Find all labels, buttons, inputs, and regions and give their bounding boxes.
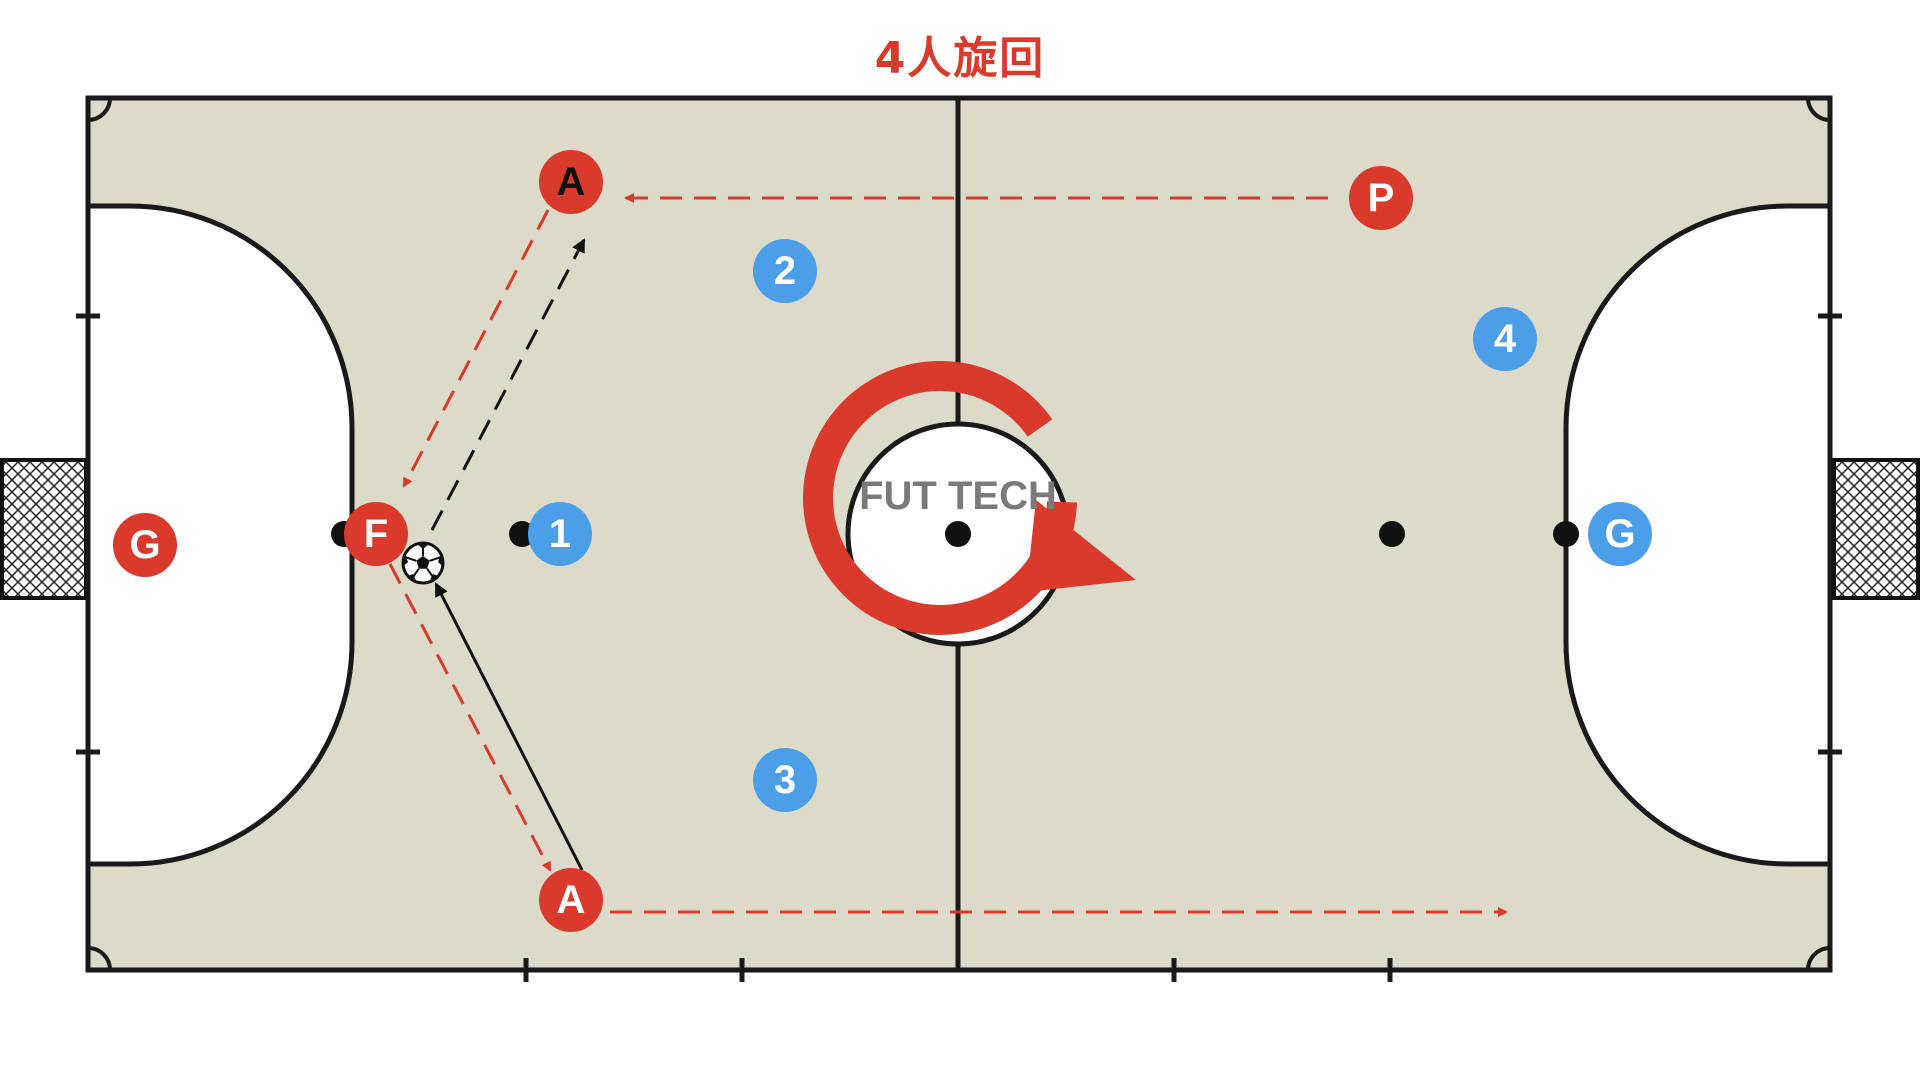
players: G F A A P 1 2 3 xyxy=(113,150,1652,932)
diagram-title: 4人旋回 xyxy=(874,33,1046,84)
soccer-ball-icon xyxy=(401,541,445,585)
run-arrow-fixo xyxy=(388,563,552,872)
corner-arcs xyxy=(87,97,1831,971)
penalty-area-left xyxy=(85,203,355,867)
pass-arrow-to-fixo xyxy=(434,582,584,871)
player-label: 2 xyxy=(774,249,796,293)
player-defender-1[interactable]: 1 xyxy=(528,502,592,566)
goal-net-icon xyxy=(1832,458,1920,600)
player-label: F xyxy=(364,512,388,556)
player-label: P xyxy=(1368,176,1395,220)
pass-arrow-to-ala xyxy=(430,238,586,531)
player-label: G xyxy=(129,523,160,567)
player-ala-top[interactable]: A xyxy=(539,150,603,214)
player-goalkeeper-right[interactable]: G xyxy=(1588,502,1652,566)
player-label: 3 xyxy=(774,758,796,802)
run-arrow-ala-top xyxy=(402,209,550,488)
goal-left xyxy=(0,458,88,600)
goal-net-icon xyxy=(0,458,88,600)
player-label: A xyxy=(557,878,586,922)
player-label: G xyxy=(1604,512,1635,556)
player-fixo[interactable]: F xyxy=(344,502,408,566)
goal-right xyxy=(1832,458,1920,600)
player-label: 1 xyxy=(549,512,571,556)
player-pivo[interactable]: P xyxy=(1349,166,1413,230)
center-spot xyxy=(945,521,971,547)
court-spots xyxy=(331,521,1579,547)
player-defender-3[interactable]: 3 xyxy=(753,748,817,812)
penalty-area-right xyxy=(1563,203,1833,867)
player-label: A xyxy=(557,160,586,204)
boundary-ticks xyxy=(76,313,1842,982)
player-ala-bottom[interactable]: A xyxy=(539,868,603,932)
player-goalkeeper-left[interactable]: G xyxy=(113,513,177,577)
player-defender-2[interactable]: 2 xyxy=(753,239,817,303)
movement-arrows xyxy=(388,193,1508,917)
second-penalty-spot-left xyxy=(509,521,535,547)
second-penalty-spot-right xyxy=(1379,521,1405,547)
watermark-text: FUT TECH xyxy=(859,474,1057,518)
player-defender-4[interactable]: 4 xyxy=(1473,307,1537,371)
rotation-arrow-icon xyxy=(803,361,1136,635)
player-label: 4 xyxy=(1494,317,1517,361)
penalty-spot-right xyxy=(1553,521,1579,547)
